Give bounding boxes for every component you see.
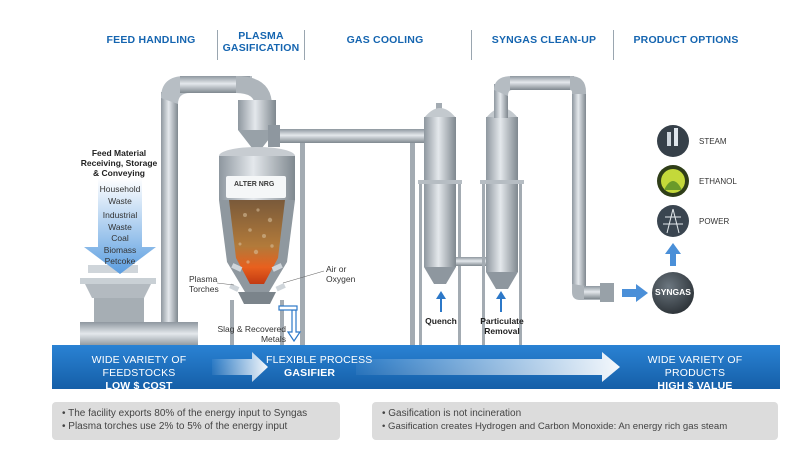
syngas-outlet-pipe bbox=[510, 76, 574, 90]
air-line1: Air or bbox=[326, 264, 347, 274]
plasma-torches-line1: Plasma bbox=[189, 274, 218, 284]
particulate-line2: Removal bbox=[484, 326, 520, 336]
feed-item: Waste bbox=[108, 195, 132, 206]
feed-title-line1: Feed Material bbox=[91, 148, 147, 158]
bar-left-line1: WIDE VARIETY OF FEEDSTOCKS bbox=[91, 354, 187, 379]
note-line: • The facility exports 80% of the energy… bbox=[62, 408, 308, 419]
header-plasma-line2: GASIFICATION bbox=[222, 42, 300, 54]
note-text: The facility exports 80% of the energy i… bbox=[68, 408, 308, 419]
feed-conveyor bbox=[80, 322, 198, 348]
note-line: • Plasma torches use 2% to 5% of the ene… bbox=[62, 421, 288, 432]
feed-item: Petcoke bbox=[104, 256, 136, 266]
bar-arrow-1 bbox=[212, 352, 268, 382]
gasifier-brand-logo: ALTER NRG bbox=[234, 181, 275, 188]
feed-item: Household bbox=[99, 184, 141, 194]
feed-title-line2: Receiving, Storage bbox=[80, 158, 158, 168]
header-product-options: PRODUCT OPTIONS bbox=[633, 34, 739, 46]
note-text: Gasification creates Hydrogen and Carbon… bbox=[388, 421, 728, 432]
header-separator bbox=[217, 30, 218, 60]
bar-left-line2: LOW $ COST bbox=[105, 380, 173, 392]
note-line: • Gasification is not incineration bbox=[382, 408, 522, 419]
slag-line2: Metals bbox=[260, 334, 286, 344]
bar-mid-line1: FLEXIBLE PROCESS bbox=[266, 354, 373, 366]
power-label: POWER bbox=[699, 217, 730, 226]
feed-title-line3: & Conveying bbox=[93, 168, 145, 178]
syngas-label: SYNGAS bbox=[655, 287, 691, 297]
energy-notes-box: • The facility exports 80% of the energy… bbox=[52, 402, 340, 440]
air-oxygen-label: Air or Oxygen bbox=[326, 264, 355, 284]
particulate-tower bbox=[486, 117, 518, 272]
header-gas-cooling: GAS COOLING bbox=[346, 34, 424, 46]
feed-riser-pipe bbox=[161, 92, 178, 324]
bar-products-text: WIDE VARIETY OF PRODUCTS HIGH $ VALUE bbox=[620, 354, 770, 393]
feed-items-list: Household Waste Industrial Waste Coal Bi… bbox=[80, 184, 160, 268]
header-feed-handling: FEED HANDLING bbox=[106, 34, 196, 46]
bar-feedstocks-text: WIDE VARIETY OF FEEDSTOCKS LOW $ COST bbox=[64, 354, 214, 393]
quench-label: Quench bbox=[425, 316, 457, 326]
header-plasma-line1: PLASMA bbox=[238, 30, 284, 42]
slag-line1: Slag & Recovered bbox=[217, 324, 286, 334]
feed-hopper bbox=[84, 282, 152, 298]
gas-cooling-pipe bbox=[276, 129, 442, 143]
power-bulb bbox=[657, 205, 689, 237]
particulate-line1: Particulate bbox=[480, 316, 524, 326]
slag-arrow bbox=[286, 309, 302, 343]
bar-arrow-2 bbox=[356, 352, 620, 382]
steam-label: STEAM bbox=[699, 137, 727, 146]
feed-item: Industrial bbox=[102, 210, 138, 220]
bar-process-text: FLEXIBLE PROCESS GASIFIER bbox=[266, 354, 376, 380]
plasma-torches-label: Plasma Torches bbox=[189, 274, 219, 294]
header-syngas-cleanup: SYNGAS CLEAN-UP bbox=[491, 34, 597, 46]
slag-label: Slag & Recovered Metals bbox=[204, 324, 286, 344]
air-line2: Oxygen bbox=[326, 274, 356, 284]
bar-right-line1: WIDE VARIETY OF PRODUCTS bbox=[647, 354, 743, 379]
particulate-removal-label: Particulate Removal bbox=[475, 316, 529, 336]
feed-material-title: Feed Material Receiving, Storage & Conve… bbox=[76, 148, 162, 178]
bar-right-line2: HIGH $ VALUE bbox=[657, 380, 733, 392]
header-separator bbox=[613, 30, 614, 60]
quench-tower bbox=[424, 117, 456, 267]
note-text: Gasification is not incineration bbox=[388, 408, 522, 419]
header-plasma-gasification: PLASMA GASIFICATION bbox=[218, 30, 304, 54]
header-separator bbox=[304, 30, 305, 60]
feed-item: Waste bbox=[108, 221, 132, 232]
note-text: Plasma torches use 2% to 5% of the energ… bbox=[68, 421, 288, 432]
gasification-notes-box: • Gasification is not incineration • Gas… bbox=[372, 402, 778, 440]
syngas-node bbox=[652, 272, 694, 314]
header-separator bbox=[471, 30, 472, 60]
feed-item: Biomass bbox=[103, 244, 137, 255]
steam-bulb bbox=[657, 125, 689, 157]
feed-item: Coal bbox=[111, 233, 129, 243]
ethanol-label: ETHANOL bbox=[699, 177, 737, 186]
feed-arrow bbox=[84, 178, 156, 274]
note-line: • Gasification creates Hydrogen and Carb… bbox=[382, 421, 728, 432]
bar-mid-line2: GASIFIER bbox=[284, 367, 336, 379]
plasma-torches-line2: Torches bbox=[189, 284, 219, 294]
